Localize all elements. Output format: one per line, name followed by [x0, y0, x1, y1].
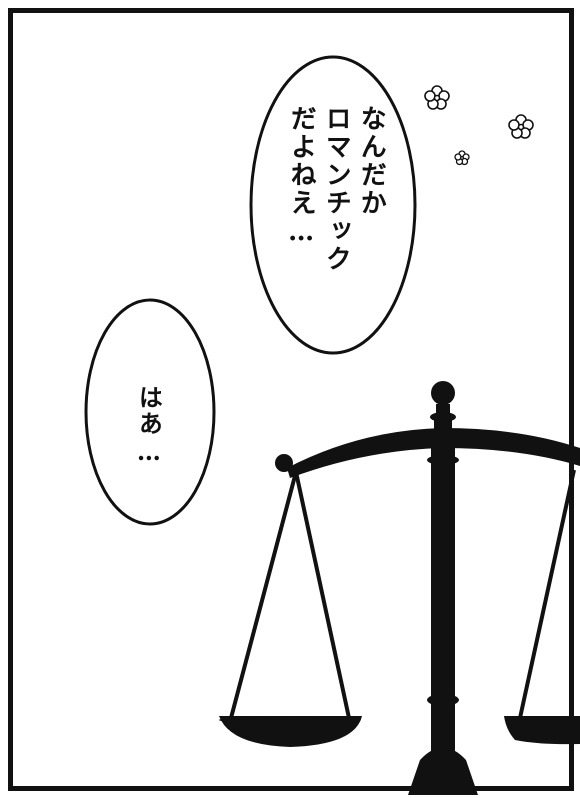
flower-icon: [454, 150, 470, 166]
speech-bubble-upper: [249, 55, 417, 355]
speech-text-upper: なんだか ロマンチック だよねえ…: [283, 105, 388, 325]
speech-bubble-lower: [84, 298, 216, 526]
speech-line: なんだか: [356, 105, 387, 217]
flower-icon: [508, 114, 534, 139]
speech-line: ロマンチック: [321, 105, 352, 273]
speech-text-lower: はあ…: [132, 385, 164, 485]
flower-icon: [424, 85, 450, 110]
balance-scale-icon: [219, 381, 580, 795]
speech-line: だよねえ…: [286, 105, 317, 249]
panel-border: [8, 8, 574, 791]
speech-line: はあ…: [134, 385, 164, 468]
